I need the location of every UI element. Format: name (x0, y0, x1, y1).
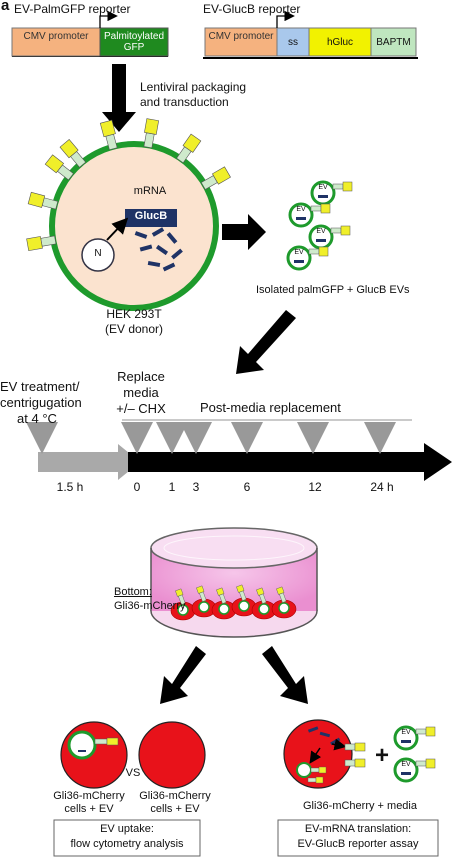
surface-protein-icon (44, 154, 74, 181)
vs-label: VS (125, 767, 141, 779)
cells-ev-b-line1: Gli36-mCherry (139, 790, 211, 802)
hgluc-label: hGluc (326, 37, 354, 48)
tick-label: 0 (133, 480, 141, 494)
pre-phase-arrow-icon (38, 444, 140, 480)
tick-label: 3 (192, 480, 200, 494)
dish-bottom-label: Bottom: (114, 586, 152, 598)
cmv-promoter-label-2: CMV promoter (208, 31, 274, 42)
promoter-arrow-icon (99, 10, 118, 28)
mcherry-cell-icon (191, 585, 217, 618)
mcherry-cell-icon (251, 587, 277, 620)
ev-label: EV (294, 249, 304, 256)
promoter-arrow-icon (276, 10, 295, 28)
reporter2-title: EV-GlucB reporter (203, 2, 301, 16)
tick-label: 1.5 h (56, 480, 84, 494)
left-down-arrow-icon (160, 646, 206, 704)
tick-label: 12 (308, 480, 322, 494)
reporter-glucb (203, 10, 418, 59)
mcherry-cell-icon (231, 584, 257, 617)
cmv-promoter-label-1: CMV promoter (23, 31, 89, 42)
timeline-left-2: centrigugation (0, 395, 82, 410)
nucleus-circle (81, 238, 115, 272)
tick-label: 24 h (370, 480, 394, 494)
cells-ev-b-line2: cells + EV (150, 803, 200, 815)
ev-label: EV (296, 206, 306, 213)
plus-sign: + (374, 742, 389, 769)
right-down-arrow-icon (262, 646, 308, 704)
replace-line1: Replace (117, 369, 165, 384)
replace-line3: +/– CHX (116, 401, 166, 416)
packaging-arrow-icon (102, 64, 136, 132)
mcherry-cell-icon (211, 587, 237, 620)
diagonal-arrow-icon (236, 310, 296, 374)
dish-cell-label: Gli36-mCherry (114, 600, 186, 612)
surface-protein-icon (143, 118, 160, 149)
mcherry-cell-icon (170, 588, 196, 621)
culture-dish (150, 527, 318, 638)
translation-cell (283, 719, 366, 789)
free-evs (393, 725, 436, 783)
surface-protein-icon (99, 119, 118, 151)
free-ev-icon (393, 757, 436, 783)
surface-protein-icon (27, 191, 59, 210)
isolated-ev-icon (288, 202, 331, 228)
uptake-box (53, 819, 201, 857)
palmgfp-label: Palmitoylated GFP (103, 31, 165, 53)
uptake-box-line2: flow cytometry analysis (70, 838, 184, 850)
timeline-left-3: at 4 °C (17, 411, 57, 426)
isolated-ev-cluster (286, 180, 353, 271)
ss-label: ss (288, 37, 298, 48)
translation-box-line1: EV-mRNA translation: (304, 823, 412, 835)
cell-name-line1: HEK 293T (106, 307, 162, 321)
mrna-label: mRNA (133, 185, 167, 197)
glucb-box (125, 209, 177, 227)
packaging-line1: Lentiviral packaging (140, 80, 247, 94)
timeline (26, 419, 452, 481)
ev-label: EV (318, 184, 328, 191)
ev-label: EV (401, 761, 411, 768)
tick-label: 1 (168, 480, 176, 494)
ev-label: EV (316, 228, 326, 235)
release-arrow-icon (222, 214, 266, 250)
isolated-ev-icon (310, 180, 353, 206)
surface-protein-icon (26, 235, 57, 252)
ev-label: EV (401, 729, 411, 736)
mrna-strands-icon (134, 227, 183, 272)
cells-ev-a-line2: cells + EV (64, 803, 114, 815)
glucb-label: GlucB (134, 210, 168, 222)
translation-box-line2: EV-GlucB reporter assay (297, 838, 419, 850)
cells-ev-a-line1: Gli36-mCherry (53, 790, 125, 802)
nucleus-label: N (94, 248, 102, 259)
timeline-left-1: EV treatment/ (0, 379, 80, 394)
cell-name-line2: (EV donor) (104, 322, 164, 336)
replace-line2: media (123, 385, 159, 400)
panel-letter: a (1, 0, 10, 14)
uptake-cells (60, 721, 206, 789)
packaging-line2: and transduction (140, 95, 229, 109)
isolated-ev-icon (286, 245, 329, 271)
media-label: Gli36-mCherry + media (302, 800, 417, 812)
baptm-label: BAPTM (376, 37, 411, 48)
surface-protein-icon (59, 138, 87, 168)
reporter1-title: EV-PalmGFP reporter (14, 2, 131, 16)
main-timeline-arrow-icon (128, 443, 452, 481)
reporter-palmgfp (11, 10, 169, 57)
post-media-label: Post-media replacement (200, 400, 341, 415)
free-ev-icon (393, 725, 436, 751)
tick-label: 6 (243, 480, 251, 494)
mcherry-cell-icon (271, 586, 297, 619)
surface-protein-icon (200, 166, 231, 190)
isolated-evs-label: Isolated palmGFP + GlucB EVs (256, 284, 410, 296)
surface-protein-icon (176, 133, 202, 164)
donor-cell (26, 118, 231, 311)
palmgfp-gene-box (99, 27, 169, 57)
translation-box (277, 819, 439, 857)
uptake-box-line1: EV uptake: (100, 823, 154, 835)
